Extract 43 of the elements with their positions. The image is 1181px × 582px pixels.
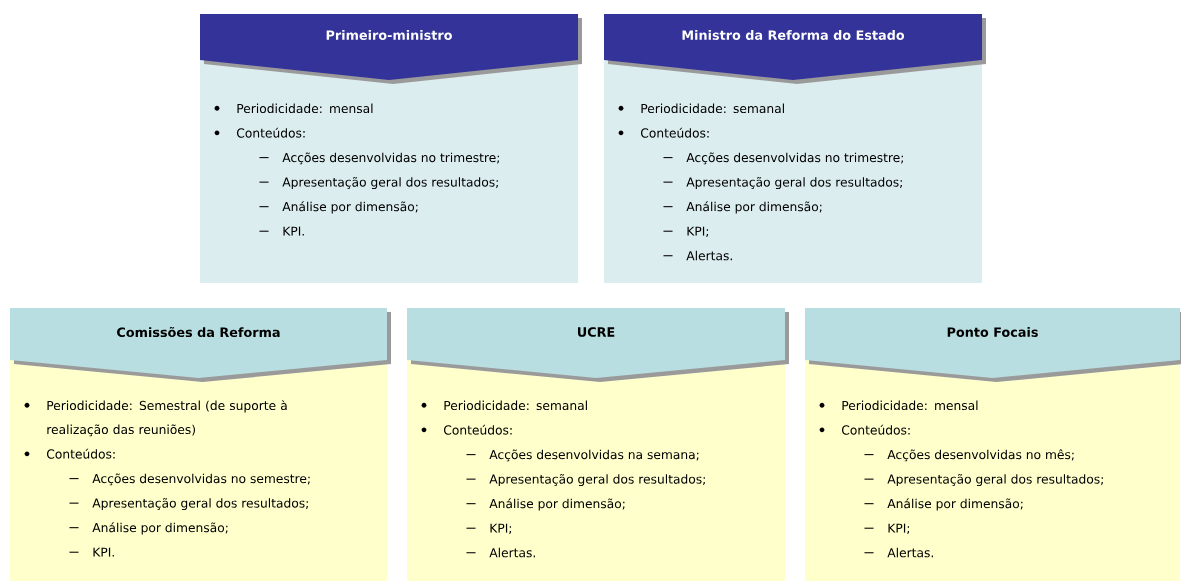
list-item: Conteúdos: — [640, 127, 709, 138]
header-banner: Ponto Focais — [805, 308, 1181, 382]
list-item: Acções desenvolvidas na semana; — [489, 449, 699, 462]
header-banner: Ministro da Reforma do Estado — [604, 14, 986, 84]
list-item: Conteúdos: — [841, 424, 910, 435]
list-item: Alertas. — [489, 547, 535, 558]
list-item: Apresentação geral dos resultados; — [489, 474, 705, 487]
header-banner: UCRE — [407, 308, 789, 382]
list-item: Periodicidade: semanal — [641, 103, 784, 114]
list-item: Conteúdos: — [236, 127, 305, 138]
list-item: Acções desenvolvidas no mês; — [887, 449, 1074, 462]
list-item: Alertas. — [887, 547, 933, 558]
list-item: KPI. — [283, 226, 304, 236]
list-item: Apresentação geral dos resultados; — [887, 474, 1103, 487]
list-item: Apresentação geral dos resultados; — [686, 177, 902, 190]
header-banner: Comissões da Reforma — [10, 308, 391, 382]
list-item: KPI; — [490, 523, 512, 535]
content-panel — [407, 360, 785, 581]
list-item: Análise por dimensão; — [489, 498, 625, 511]
list-item: Alertas. — [686, 250, 732, 261]
list-item: KPI; — [687, 226, 709, 238]
content-panel — [10, 360, 387, 581]
list-item: Apresentação geral dos resultados; — [282, 177, 498, 190]
list-item: Periodicidade: mensal — [237, 103, 373, 114]
list-item: Periodicidade: semanal — [444, 400, 587, 411]
list-item: Conteúdos: — [443, 424, 512, 435]
list-item: Análise por dimensão; — [686, 201, 822, 214]
header-banner: Primeiro-ministro — [200, 14, 582, 84]
list-item: Conteúdos: — [46, 448, 115, 459]
list-item: KPI; — [888, 523, 910, 535]
list-item: Acções desenvolvidas no trimestre; — [282, 152, 499, 165]
list-item: Análise por dimensão; — [887, 498, 1023, 511]
list-item: Acções desenvolvidas no semestre; — [92, 473, 310, 486]
list-item: Acções desenvolvidas no trimestre; — [686, 152, 903, 165]
list-item: Análise por dimensão; — [92, 522, 228, 535]
list-item: KPI. — [93, 547, 114, 557]
list-item: Análise por dimensão; — [282, 201, 418, 214]
list-item: Periodicidade: mensal — [842, 400, 978, 411]
list-item: Apresentação geral dos resultados; — [92, 498, 308, 511]
list-item: Periodicidade: Semestral (de suporte à realização das reuniões) — [47, 400, 287, 437]
content-panel — [200, 60, 578, 283]
content-panel — [805, 360, 1180, 581]
content-panel — [604, 60, 982, 283]
